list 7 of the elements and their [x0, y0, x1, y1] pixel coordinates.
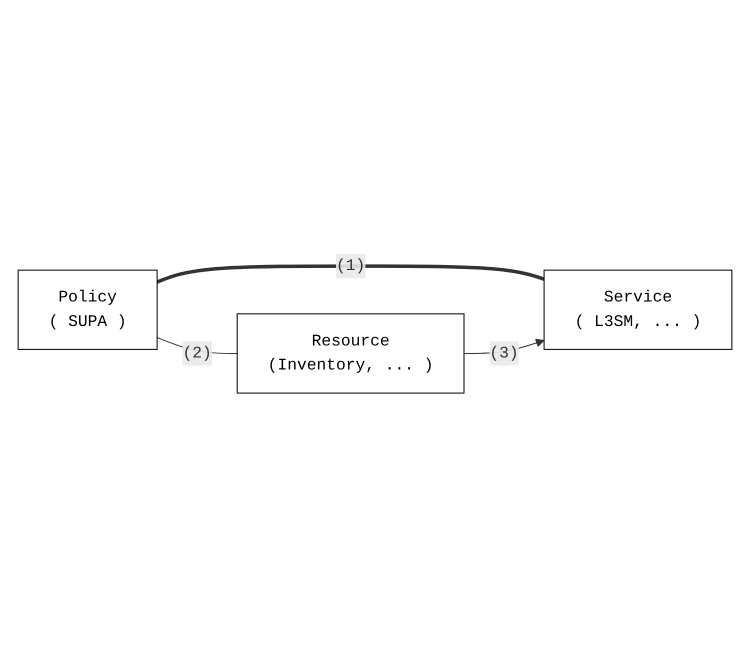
- edge-label: (2): [182, 344, 212, 363]
- edge-label: (3): [489, 344, 519, 363]
- node-box: Resource (Inventory, ... ): [236, 313, 465, 394]
- node-box: Service ( L3SM, ... ): [544, 270, 732, 350]
- edge-label: (1): [336, 256, 366, 276]
- node-box: Policy ( SUPA ): [18, 270, 158, 350]
- connector: [156, 264, 545, 284]
